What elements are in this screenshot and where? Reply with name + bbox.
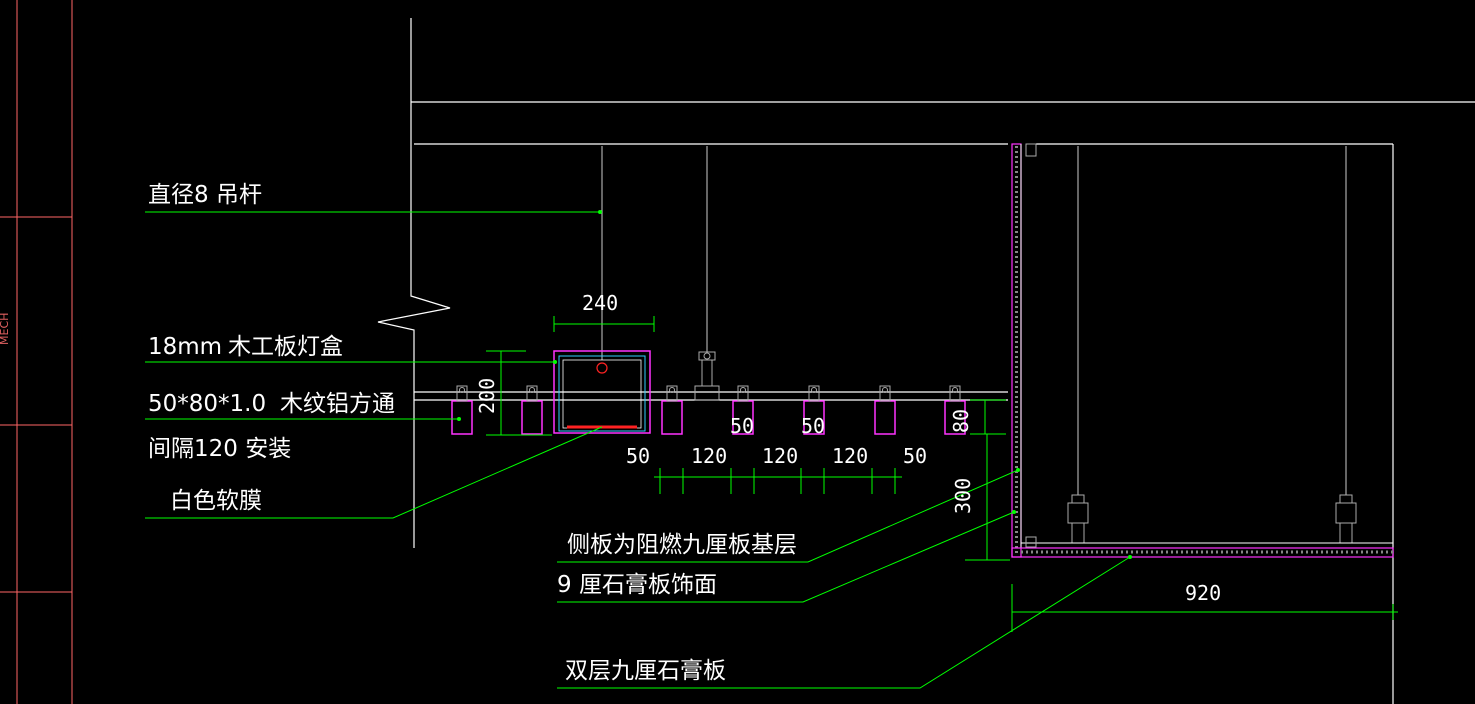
dim-tube-label-b: 50 [801, 414, 825, 438]
tube-4-clip [737, 385, 749, 402]
tube-5-clip [808, 385, 820, 402]
tube-2 [521, 400, 543, 435]
tube-6-bolt [882, 387, 888, 393]
tube-7-clip [949, 385, 961, 402]
dim-spacing-1: 50 [626, 444, 650, 468]
label-lightbox-size: 18mm [148, 334, 222, 360]
tube-1-bolt [459, 387, 465, 393]
soffit-panel [1011, 143, 1394, 558]
leader-lines [145, 211, 1131, 689]
label-tube-name: 木纹铝方通 [280, 391, 395, 417]
dimension-lines [486, 316, 1398, 632]
dim-spacing-4: 120 [832, 444, 868, 468]
tube-4-bolt [740, 387, 746, 393]
hanger-rods [601, 146, 1347, 495]
label-hanger-rod: 直径8 吊杆 [148, 182, 262, 208]
label-tube-size: 50*80*1.0 [148, 391, 266, 417]
tube-1-clip [456, 385, 468, 402]
dim-spacing-3: 120 [762, 444, 798, 468]
tube-3-clip [666, 385, 678, 402]
label-membrane: 白色软膜 [170, 488, 262, 514]
dim-spacing-5: 50 [903, 444, 927, 468]
aluminium-tubes [451, 385, 966, 435]
tube-5-bolt [811, 387, 817, 393]
dim-tube-label-a: 50 [730, 414, 754, 438]
hanger-connectors [694, 351, 1357, 544]
tube-2-bolt [529, 387, 535, 393]
dim-drop: 300 [951, 478, 975, 514]
leader-dots [457, 210, 1132, 559]
tube-2-clip [526, 385, 538, 402]
label-double-gypsum: 双层九厘石膏板 [565, 658, 726, 684]
label-lightbox-name: 木工板灯盒 [228, 334, 343, 360]
tube-6 [874, 400, 896, 435]
tube-7-bolt [952, 387, 958, 393]
label-gypsum-face: 9 厘石膏板饰面 [557, 572, 717, 598]
dim-box-width: 240 [582, 291, 618, 315]
title-block-text: MECH [0, 313, 11, 345]
tube-3 [661, 400, 683, 435]
dim-soffit-width: 920 [1185, 581, 1221, 605]
dim-tube-height: 80 [949, 409, 973, 433]
tube-3-bolt [669, 387, 675, 393]
dim-box-height: 200 [475, 378, 499, 414]
structure-lines [377, 18, 1475, 704]
tube-6-clip [879, 385, 891, 402]
tube-1 [451, 400, 473, 435]
label-side-board: 侧板为阻燃九厘板基层 [567, 532, 797, 558]
dim-spacing-2: 120 [691, 444, 727, 468]
title-block-strip [0, 0, 73, 704]
label-spacing: 间隔120 安装 [148, 436, 291, 462]
